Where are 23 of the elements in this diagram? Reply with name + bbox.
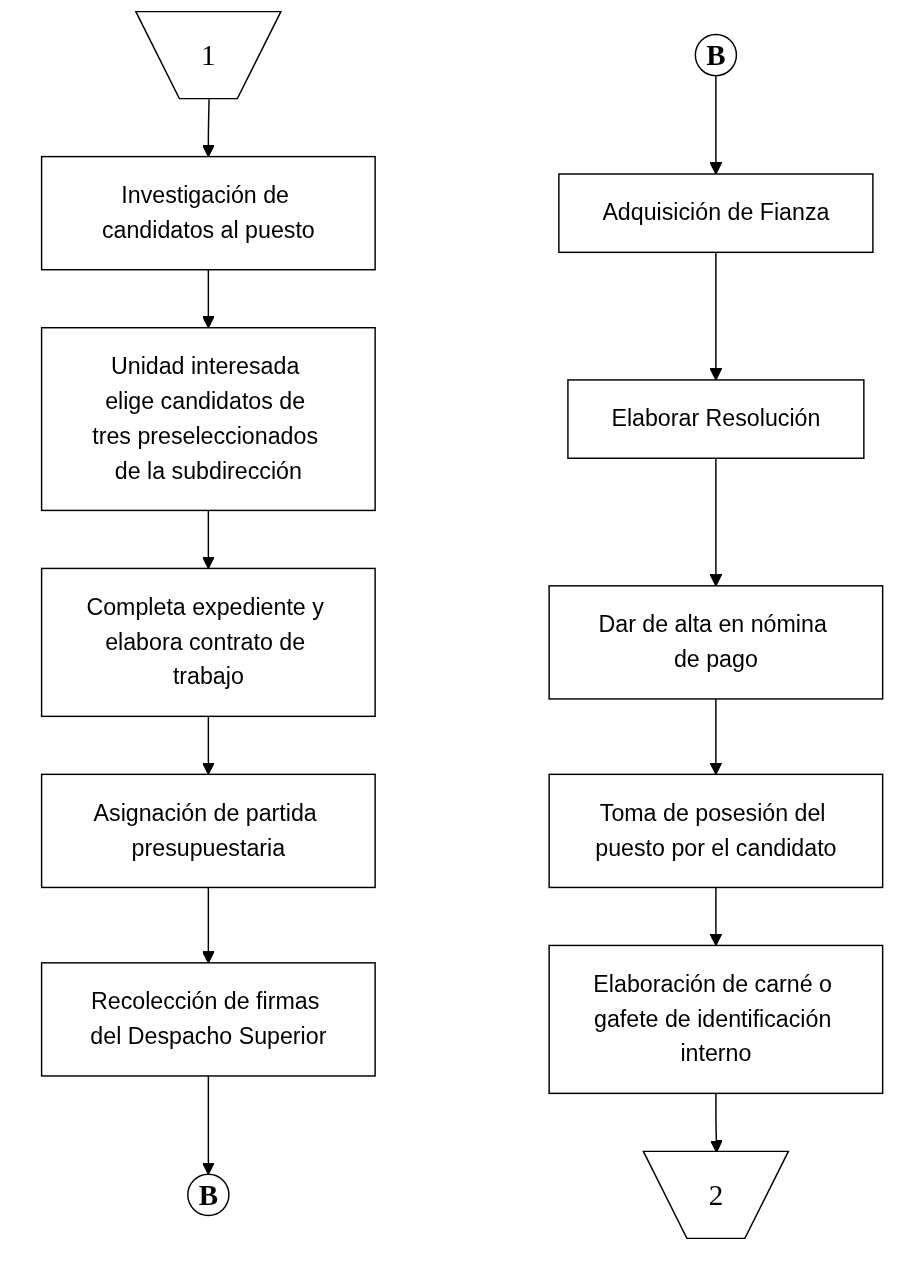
arrow xyxy=(709,698,723,775)
node-box: Completa expediente y elabora contrato de trabajo xyxy=(40,567,376,718)
arrow xyxy=(709,886,723,947)
node-box: Dar de alta en nómina de pago xyxy=(548,585,884,700)
node-box: Elaborar Resolución xyxy=(567,379,865,459)
arrow xyxy=(201,1075,215,1175)
arrow xyxy=(201,509,215,569)
arrow xyxy=(709,457,723,587)
node-circle: B xyxy=(186,1173,230,1217)
node-circle: B xyxy=(694,33,738,77)
arrow xyxy=(709,74,723,175)
node-box: Elaboración de carné o gafete de identificación interno xyxy=(548,944,884,1095)
node-box: Toma de posesión del puesto por el candidato xyxy=(548,773,884,889)
arrow xyxy=(201,269,215,329)
node-box: Recolección de firmas del Despacho Superior xyxy=(40,962,376,1077)
arrow xyxy=(201,715,215,775)
arrow xyxy=(709,251,723,381)
arrow xyxy=(201,98,215,158)
node-box: Adquisición de Fianza xyxy=(558,173,874,254)
arrow xyxy=(201,886,215,964)
node-box: Asignación de partida presupuestaria xyxy=(40,773,376,889)
node-box: Unidad interesada elige candidatos de tres preseleccionados de la subdirección xyxy=(40,327,376,512)
node-box: Investigación de candidatos al puesto xyxy=(40,155,376,271)
